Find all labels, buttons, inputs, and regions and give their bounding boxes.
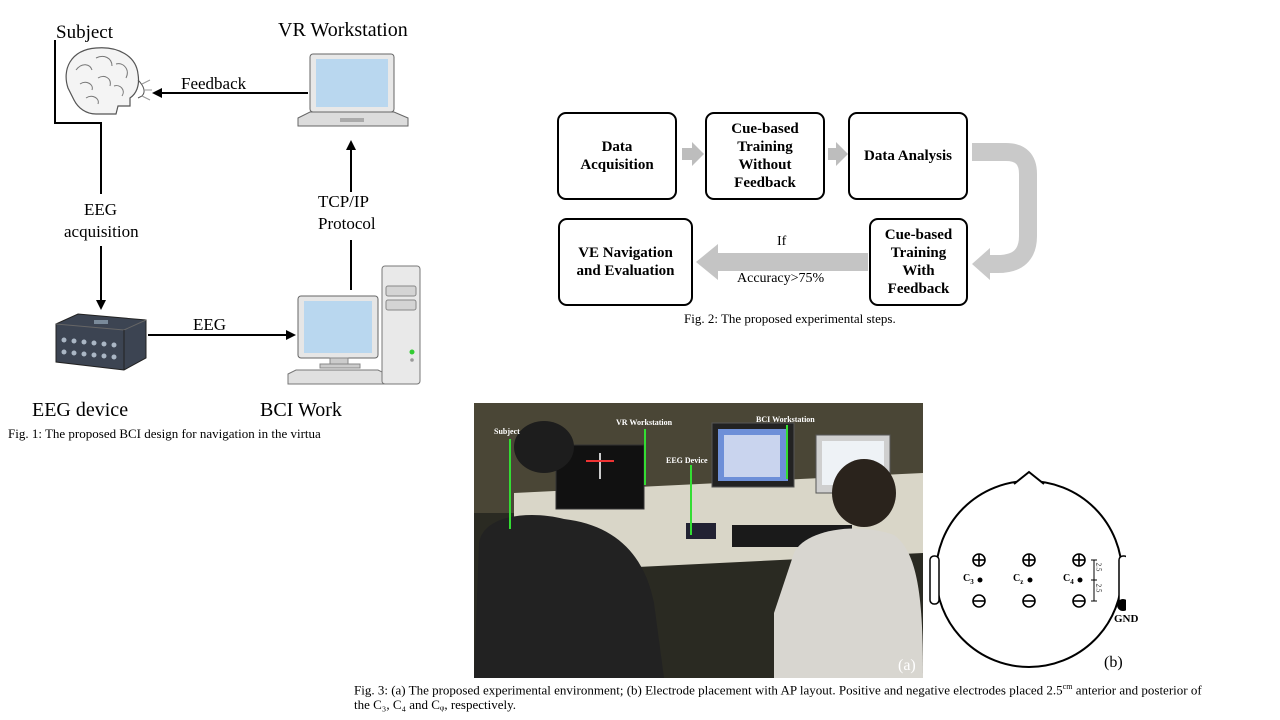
bci-computer-icon (287, 265, 421, 385)
tcp-line-bottom (350, 240, 352, 290)
feedback-label: Feedback (181, 74, 247, 93)
condition-if-label: If (777, 234, 787, 249)
laptop-icon (297, 53, 409, 127)
gnd-label: GND (1114, 613, 1139, 625)
subject-brain-icon (65, 47, 152, 115)
eeg-pointer (690, 465, 692, 535)
head-outline (929, 470, 1126, 668)
spacing-label-bottom: 2.5 (1094, 583, 1103, 593)
subject-label: Subject (56, 22, 113, 43)
tcp-arrow (346, 140, 356, 192)
bci-pointer (786, 425, 788, 479)
eeg-acq-label-2: acquisition (64, 222, 139, 241)
experiment-scene (474, 403, 923, 678)
flow-arrows (682, 142, 1037, 280)
tcp-label-2: Protocol (318, 214, 376, 233)
fig3-caption-line2: the C₃, C₄ and Cᵩ, respectively. (354, 697, 517, 712)
panel-b-label: (b) (1104, 654, 1123, 671)
step-data-analysis: Data Analysis (848, 112, 968, 200)
fig1-caption: Fig. 1: The proposed BCI design for navi… (8, 426, 321, 441)
condition-accuracy-label: Accuracy>75% (737, 271, 825, 286)
eeg-link-label: EEG (193, 315, 227, 334)
photo-label-eeg: EEG Device (666, 456, 708, 465)
subject-bracket-bottom (54, 122, 102, 124)
vr-pointer (644, 429, 646, 485)
panel-a-label: (a) (898, 657, 916, 674)
eeg-device-icon (55, 313, 147, 371)
feedback-arrow (152, 88, 308, 98)
vr-workstation-label: VR Workstation (278, 19, 408, 41)
tcp-label-1: TCP/IP (318, 192, 370, 211)
eeg-device-label: EEG device (32, 399, 129, 421)
experiment-photo: Subject VR Workstation BCI Workstation E… (474, 403, 923, 678)
eeg-acq-label-1: EEG (84, 200, 118, 219)
step-data-acquisition: Data Acquisition (557, 112, 677, 200)
step-ve-navigation: VE Navigation and Evaluation (558, 218, 693, 306)
electrode-c3-label: C3 (963, 573, 974, 586)
electrode-c4-label: C4 (1063, 573, 1074, 586)
photo-label-subject: Subject (494, 427, 520, 436)
step-training-with-feedback: Cue-based Training With Feedback (869, 218, 968, 306)
bci-workstation-label: BCI Work (260, 399, 342, 421)
photo-label-bci: BCI Workstation (756, 415, 815, 424)
photo-label-vr: VR Workstation (616, 418, 673, 427)
subject-bracket (54, 40, 56, 124)
subject-pointer (509, 439, 511, 529)
eeg-link-arrow (148, 330, 296, 340)
fig2-caption: Fig. 2: The proposed experimental steps. (684, 311, 896, 326)
electrode-cz-label: Cz (1013, 573, 1024, 586)
spacing-label-top: 2.5 (1094, 562, 1103, 572)
eeg-acq-line-top (100, 122, 102, 194)
eeg-acq-arrow (96, 246, 106, 310)
step-training-without-feedback: Cue-based Training Without Feedback (705, 112, 825, 200)
fig3-caption-line1: Fig. 3: (a) The proposed experimental en… (354, 682, 1202, 698)
